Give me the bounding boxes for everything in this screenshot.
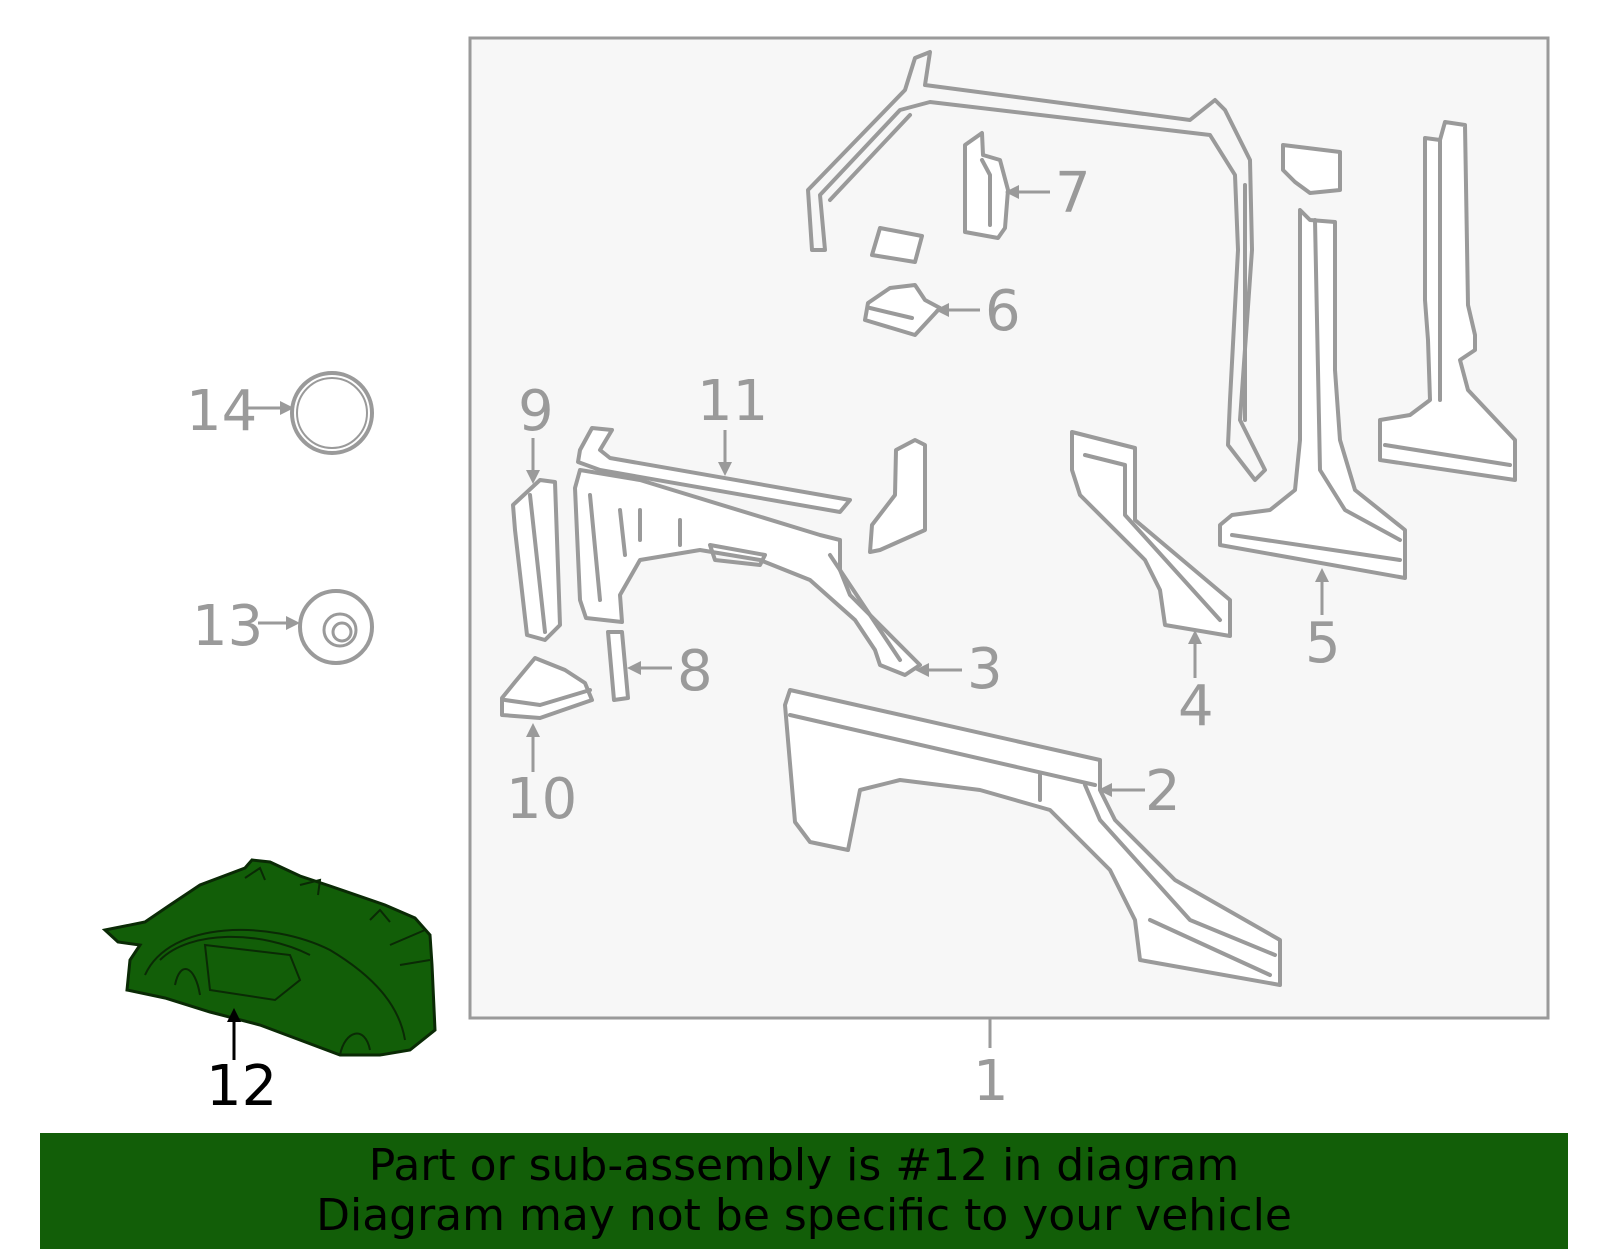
part-9-pillar-trim[interactable] [511,478,562,642]
callout-12: 12 [206,1054,277,1119]
part-14-grommet[interactable] [290,371,374,455]
info-banner: Part or sub-assembly is #12 in diagram D… [40,1133,1568,1249]
part-small-bracket[interactable] [868,438,927,554]
callout-11: 11 [697,369,768,434]
callout-5: 5 [1305,611,1341,676]
part-10-bracket[interactable] [500,656,594,720]
leader-lines [227,185,1329,1060]
part-rear-pillar[interactable] [1378,120,1517,482]
callout-14: 14 [186,379,257,444]
part-2-quarter-panel[interactable] [783,688,1282,987]
callout-10: 10 [506,767,577,832]
callout-8: 8 [677,639,713,704]
part-12-wheelhouse-liner[interactable] [101,858,437,1057]
part-11-strip[interactable] [576,426,852,514]
banner-line-2: Diagram may not be specific to your vehi… [316,1190,1292,1241]
callout-6: 6 [985,279,1021,344]
callout-9: 9 [518,379,554,444]
part-4-panel[interactable] [1070,430,1232,638]
part-roof-rail[interactable] [806,50,1267,482]
callout-13: 13 [192,594,263,659]
part-3-inner-wheelhouse[interactable] [573,468,922,677]
callout-7: 7 [1055,161,1091,226]
callout-3: 3 [967,637,1003,702]
banner-line-1: Part or sub-assembly is #12 in diagram [368,1140,1240,1191]
part-8-strip[interactable] [606,630,630,702]
callout-1: 1 [973,1049,1009,1114]
part-12-body [101,858,437,1057]
part-13-plug[interactable] [298,589,374,665]
part-5-pillar[interactable] [1218,143,1407,580]
callout-4: 4 [1178,674,1214,739]
part-6-bracket[interactable] [863,226,942,337]
part-7-bracket[interactable] [963,131,1010,240]
callout-2: 2 [1145,759,1181,824]
